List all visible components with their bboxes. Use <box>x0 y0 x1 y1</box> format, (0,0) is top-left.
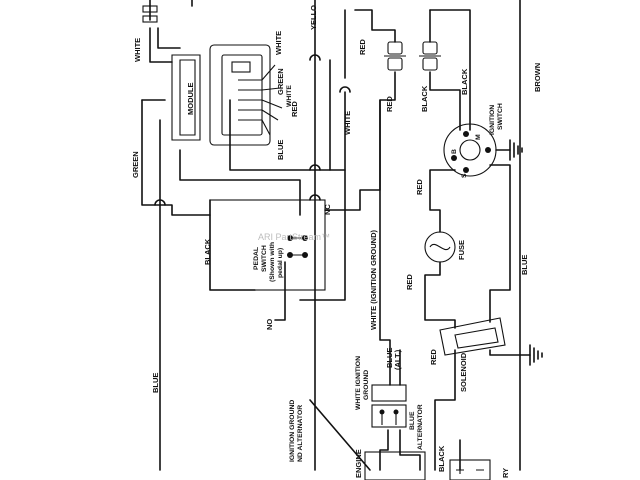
label-red-top: RED <box>358 39 367 55</box>
label-pedal-2: SWITCH <box>261 245 268 272</box>
label-blue-alt-lower-2: ALTERNATOR <box>417 404 424 450</box>
label-blue-alt-lower-1: BLUE <box>409 411 416 430</box>
label-engine: ENGINE <box>354 449 363 478</box>
battery <box>449 459 491 480</box>
label-pedal-1: PEDAL <box>253 247 260 270</box>
label-blue-right: BLUE <box>520 255 529 275</box>
label-blue-alt-1: BLUE <box>385 348 394 368</box>
label-green-left: GREEN <box>131 151 140 178</box>
solenoid <box>439 317 506 356</box>
label-ign-s: S <box>461 173 468 178</box>
labels: WHITE YELLO MODULE WHITE GREEN WHITE RED… <box>131 5 542 478</box>
label-no: NO <box>265 319 274 330</box>
label-white-mid: WHITE <box>343 111 352 135</box>
label-white-ign-2: GROUND <box>363 370 370 400</box>
label-white-ign-1: WHITE IGNITION <box>355 356 362 410</box>
wires <box>141 0 531 471</box>
ignition-switch <box>443 123 511 177</box>
label-ign-ground-alt-1: IGNITION GROUND <box>289 400 296 462</box>
label-solenoid: SOLENOID <box>459 352 468 392</box>
ignition-module <box>171 44 283 146</box>
label-red-conn: RED <box>385 96 394 112</box>
label-battery: RY <box>501 468 510 478</box>
fuse <box>424 231 456 263</box>
label-blue-switch: BLUE <box>276 140 285 160</box>
label-red-switch: RED <box>290 101 299 117</box>
label-green-module: GREEN <box>276 68 285 95</box>
label-white-ign-ground: WHITE (IGNITION GROUND) <box>369 230 378 330</box>
watermark: ARI PartStream™ <box>258 232 330 242</box>
label-red-sol: RED <box>429 349 438 365</box>
label-yellow-top: YELLO <box>309 5 318 30</box>
pedal-switch <box>209 199 326 291</box>
label-blue-alt-2: (ALT.) <box>393 349 402 370</box>
label-black-ign: BLACK <box>460 68 469 95</box>
solenoid-ground-symbol <box>529 344 543 366</box>
label-nc: NC <box>323 204 332 215</box>
label-black-lower: BLACK <box>437 445 446 472</box>
label-white-switch: WHITE <box>286 85 293 107</box>
label-black-conn: BLACK <box>420 85 429 112</box>
black-wire-connector <box>419 41 441 71</box>
red-wire-connector <box>384 41 406 71</box>
top-left-connector <box>142 5 158 23</box>
label-black-pedal: BLACK <box>203 238 212 265</box>
ignition-ground-symbol <box>509 139 523 161</box>
label-ignition-switch-1: IGNITION <box>489 105 496 135</box>
label-ignition-switch-2: SWITCH <box>497 103 504 130</box>
label-pedal-4: pedal up) <box>277 248 284 278</box>
label-module: MODULE <box>186 83 195 116</box>
label-blue-left: BLUE <box>151 373 160 393</box>
label-ign-ground-alt-2: ND ALTERNATOR <box>297 405 304 462</box>
label-red-lower: RED <box>405 274 414 290</box>
alternator-connector <box>371 384 407 428</box>
label-ign-b: B <box>451 149 458 154</box>
label-red-ign: RED <box>415 179 424 195</box>
wire-crossovers <box>154 54 351 206</box>
label-white-module: WHITE <box>274 31 283 55</box>
label-pedal-3: (Shown with <box>269 242 276 282</box>
engine-block <box>364 451 426 480</box>
label-fuse: FUSE <box>457 240 466 260</box>
label-ign-m: M <box>475 134 482 140</box>
label-brown: BROWN <box>533 63 542 92</box>
label-white-top: WHITE <box>133 38 142 62</box>
